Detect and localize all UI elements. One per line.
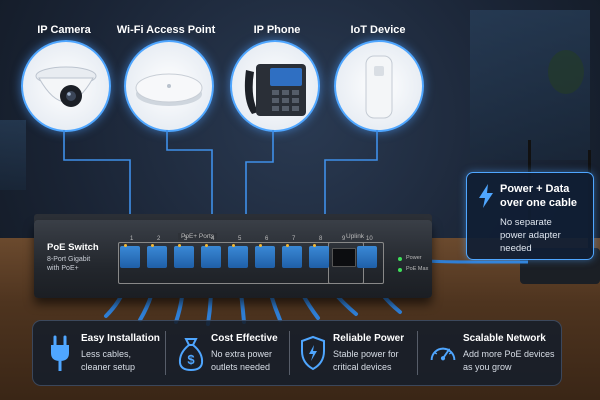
rj45-plug[interactable] [147,246,167,268]
uplink-label: Uplink [346,233,365,240]
feature-divider [417,331,418,375]
port-number: 7 [292,236,296,242]
feature-desc-line2: outlets needed [211,362,271,372]
poe-ports-label: PoE+ Ports [178,233,218,240]
callout-desc-line3: needed [500,243,532,254]
poe-max-led [398,268,402,272]
feature-desc-line2: as you grow [463,362,512,372]
iot-device-card[interactable] [334,40,424,132]
rj45-plug[interactable] [120,246,140,268]
access-point-card[interactable] [124,40,214,132]
port-number: 3 [184,236,188,242]
rj45-plug[interactable] [201,246,221,268]
device-label-ip-phone: IP Phone [253,24,301,36]
feature-title: Easy Installation [81,333,160,344]
feature-cost-effective: $ Cost Effective No extra power outlets … [169,321,293,385]
port-led [313,244,316,247]
access-point-icon [135,73,203,106]
callout-desc-line2: power adapter [500,230,561,241]
features-bar: Easy Installation Less cables, cleaner s… [32,320,562,386]
shield-icon [301,335,325,371]
ip-camera-card[interactable] [21,40,111,132]
feature-title: Scalable Network [463,333,546,344]
device-label-iot-device: IoT Device [350,24,406,36]
rj45-plug[interactable] [228,246,248,268]
speedometer-icon [430,347,456,361]
power-plug-icon [51,335,69,371]
rj45-plug[interactable] [309,246,329,268]
ip-phone-card[interactable] [230,40,320,132]
feature-easy-installation: Easy Installation Less cables, cleaner s… [39,321,165,385]
feature-divider [289,331,290,375]
feature-desc-line1: Less cables, [81,349,132,359]
rj45-plug[interactable] [357,246,377,268]
poe-max-led-label: PoE Max [406,266,429,272]
callout-desc-line1: No separate [500,217,552,228]
uplink-port-number: 9 [342,236,346,242]
feature-title: Cost Effective [211,333,278,344]
port-number: 2 [157,236,161,242]
rj45-plug[interactable] [174,246,194,268]
ip-phone-icon [244,64,306,116]
iot-sensor-icon [365,55,393,119]
feature-reliable-power: Reliable Power Stable power for critical… [291,321,417,385]
power-data-callout: Power + Data over one cable No separate … [466,172,594,260]
rj45-plug[interactable] [282,246,302,268]
device-label-access-point: Wi-Fi Access Point [116,24,216,36]
callout-title-line2: over one cable [500,197,578,209]
port-led [124,244,127,247]
port-led [151,244,154,247]
feature-desc-line2: critical devices [333,362,392,372]
port-number: 1 [130,236,134,242]
switch-title: PoE Switch [47,242,99,253]
background-window [0,120,26,190]
poe-switch: PoE Switch 8-Port Gigabit with PoE+ PoE+… [34,220,432,298]
port-led [286,244,289,247]
switch-top-panel [34,214,432,222]
feature-scalable-network: Scalable Network Add more PoE devices as… [421,321,559,385]
feature-desc-line2: cleaner setup [81,362,136,372]
device-label-ip-camera: IP Camera [37,24,91,36]
background-plant [548,50,584,94]
money-bag-icon: $ [178,338,204,372]
port-led [178,244,181,247]
port-led [232,244,235,247]
port-number: 8 [319,236,323,242]
port-led [259,244,262,247]
port-number: 5 [238,236,242,242]
power-led-label: Power [406,255,422,261]
feature-desc-line1: Stable power for [333,349,399,359]
switch-subtitle-line1: 8-Port Gigabit [47,256,91,263]
svg-text:$: $ [187,352,195,367]
ip-camera-icon [35,66,97,107]
port-number: 4 [211,236,215,242]
lightning-bolt-icon [479,184,493,208]
uplink-port-number: 10 [366,236,373,242]
port-led [205,244,208,247]
power-led [398,257,402,261]
feature-title: Reliable Power [333,333,405,344]
port-number: 6 [265,236,269,242]
callout-title-line1: Power + Data [500,183,570,195]
rj45-plug[interactable] [255,246,275,268]
feature-desc-line1: No extra power [211,349,273,359]
uplink-port[interactable] [332,248,356,267]
switch-subtitle-line2: with PoE+ [47,265,79,272]
feature-divider [165,331,166,375]
feature-desc-line1: Add more PoE devices [463,349,555,359]
